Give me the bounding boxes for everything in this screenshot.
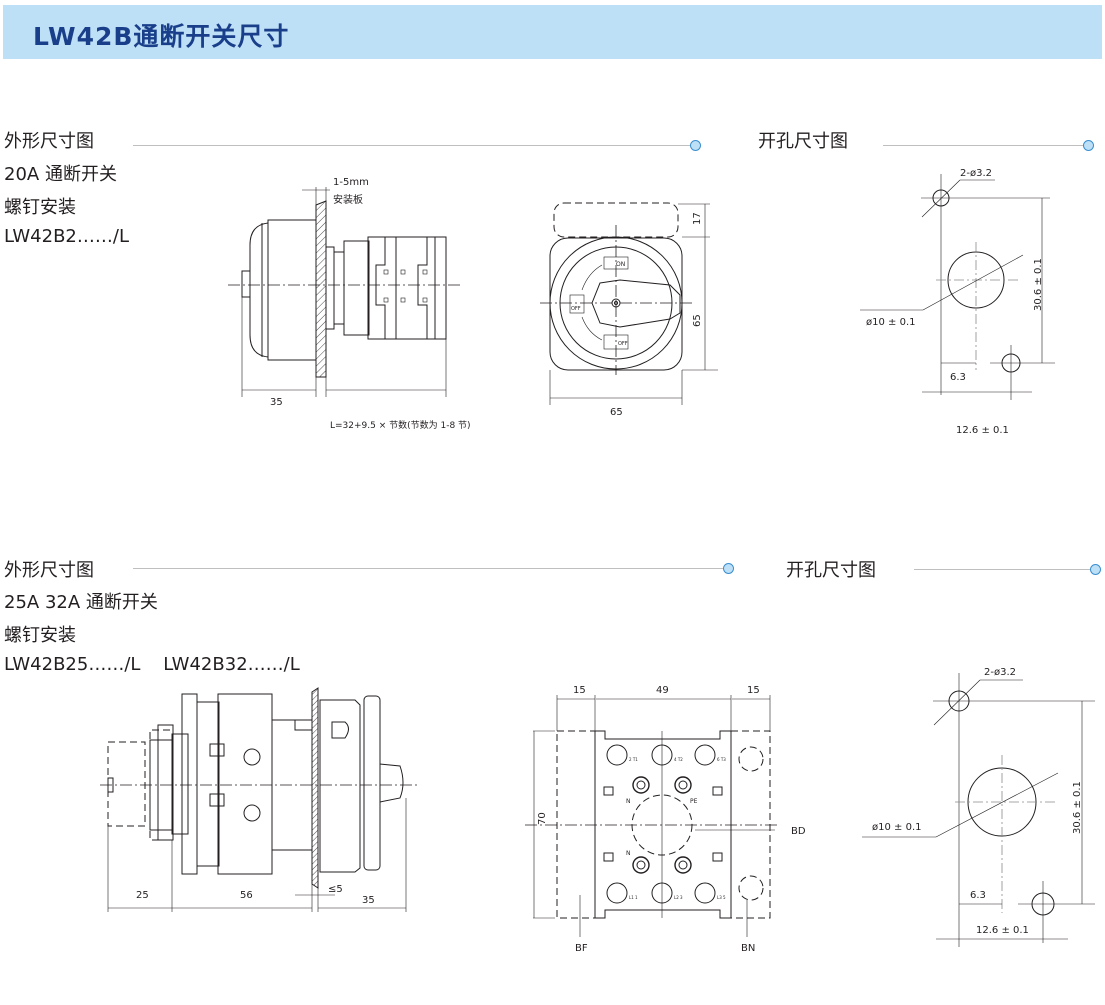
panel-thickness-label: 1-5mm xyxy=(333,177,369,188)
mounting-panel-2 xyxy=(311,687,319,889)
offset-dim: 6.3 xyxy=(950,372,966,383)
mounting-panel xyxy=(315,200,327,378)
screw-holes-label-2: 2-ø3.2 xyxy=(984,667,1016,678)
section2-current: 25A 32A 通断开关 xyxy=(4,592,158,613)
section1-cutout-label: 开孔尺寸图 xyxy=(758,131,848,152)
section2-cutout-label: 开孔尺寸图 xyxy=(786,560,876,581)
section1-cutout-dot xyxy=(1083,140,1094,151)
section2-model: LW42B25……/L LW42B32……/L xyxy=(4,654,300,675)
front-depth-dim: 35 xyxy=(270,397,283,408)
section2-cutout-divider xyxy=(914,569,1090,570)
page-title: LW42B通断开关尺寸 xyxy=(33,22,290,51)
pe-mark: PE xyxy=(690,798,698,805)
section2-outline-dot xyxy=(723,563,734,574)
horizontal-dim-2: 12.6 ± 0.1 xyxy=(976,925,1029,936)
terminal-label: L3 5 xyxy=(717,895,726,900)
terminal-label: L1 1 xyxy=(629,895,638,900)
n-mark: N xyxy=(626,850,631,857)
top-offset-dim: 17 xyxy=(692,212,703,225)
bd-label: BD xyxy=(791,826,806,837)
body-depth-dim: 56 xyxy=(240,890,253,901)
knob-shape xyxy=(249,222,269,358)
section2-cutout-drawing: 2-ø3.2 ø10 ± 0.1 30.6 ± 0.1 6.3 12.6 ± 0… xyxy=(862,667,1095,947)
section1-front-view-drawing: ON OFF OFF 17 65 65 xyxy=(540,202,718,418)
handle-shape xyxy=(591,279,681,328)
terminal-label: 4 T2 xyxy=(674,757,683,762)
section1-cutout-drawing: 2-ø3.2 ø10 ± 0.1 30.6 ± 0.1 6.3 12.6 ± 0… xyxy=(860,168,1055,436)
length-formula: L=32+9.5 × 节数(节数为 1-8 节) xyxy=(330,419,471,431)
bn-label: BN xyxy=(741,943,755,954)
section1-mounting: 螺钉安装 xyxy=(4,197,76,218)
section2-outline-divider xyxy=(133,568,723,569)
vertical-dim-2: 30.6 ± 0.1 xyxy=(1072,781,1083,834)
front-depth-dim-2: 35 xyxy=(362,895,375,906)
section2-side-view-drawing: 25 56 ≤5 35 xyxy=(100,687,420,912)
vertical-dim: 30.6 ± 0.1 xyxy=(1033,258,1044,311)
screw-holes-label: 2-ø3.2 xyxy=(960,168,992,179)
center-width-dim: 49 xyxy=(656,685,669,696)
width-dim: 65 xyxy=(610,407,623,418)
bf-label: BF xyxy=(575,943,588,954)
offset-dim-2: 6.3 xyxy=(970,890,986,901)
section2-cutout-dot xyxy=(1090,564,1101,575)
section2-mounting: 螺钉安装 xyxy=(4,625,76,646)
section2-outline-label: 外形尺寸图 xyxy=(4,560,94,581)
terminal-label: 2 T1 xyxy=(629,757,638,762)
horizontal-dim: 12.6 ± 0.1 xyxy=(956,425,1009,436)
center-hole-label: ø10 ± 0.1 xyxy=(866,317,915,328)
height-dim: 65 xyxy=(692,314,703,327)
n-mark: N xyxy=(626,798,631,805)
on-label: ON xyxy=(616,261,625,268)
off-label-bottom: OFF xyxy=(618,341,628,347)
terminal-label: L2 3 xyxy=(674,895,683,900)
title-banner: LW42B通断开关尺寸 xyxy=(3,5,1102,59)
panel-thickness-dim: ≤5 xyxy=(328,884,343,895)
section1-side-view-drawing: 1-5mm 安装板 35 L=32+9.5 × 节数(节数为 1-8 节) xyxy=(228,177,471,431)
panel-label: 安装板 xyxy=(333,193,363,206)
rear-depth-dim: 25 xyxy=(136,890,149,901)
section1-current: 20A 通断开关 xyxy=(4,164,117,185)
section1-outline-dot xyxy=(690,140,701,151)
left-width-dim: 15 xyxy=(573,685,586,696)
height-dim-2: 70 xyxy=(537,812,548,825)
right-width-dim: 15 xyxy=(747,685,760,696)
section2-rear-view-drawing: 15 49 15 70 BD BF BN 2 T1 4 T2 6 T3 L1 1… xyxy=(525,685,806,954)
section1-cutout-divider xyxy=(883,145,1083,146)
center-hole-label-2: ø10 ± 0.1 xyxy=(872,822,921,833)
section1-outline-label: 外形尺寸图 xyxy=(4,131,94,152)
off-label-left: OFF xyxy=(571,306,581,312)
section1-outline-divider xyxy=(133,145,690,146)
section1-model: LW42B2……/L xyxy=(4,226,129,247)
terminal-label: 6 T3 xyxy=(717,757,726,762)
